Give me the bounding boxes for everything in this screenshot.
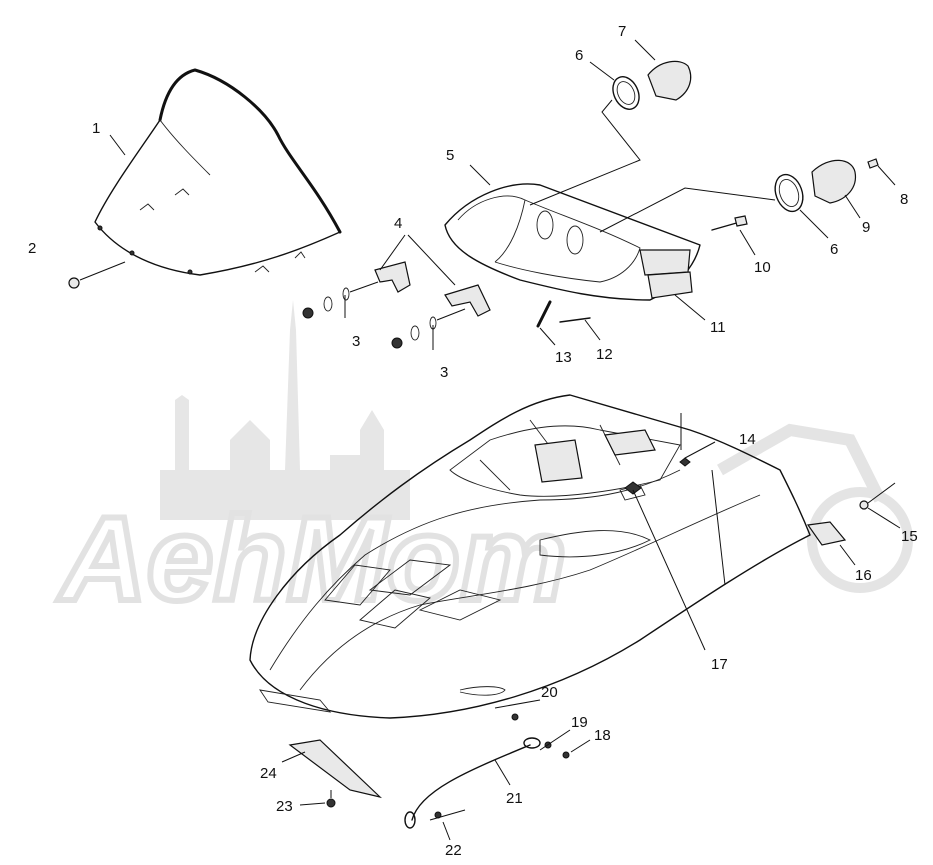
callout-3a: 3 — [352, 333, 360, 350]
callout-11: 11 — [710, 319, 726, 336]
connector — [711, 215, 756, 256]
callout-labels: 1 2 3 3 4 5 6 6 7 8 9 10 11 12 13 14 15 … — [28, 23, 918, 859]
callout-17: 17 — [711, 656, 728, 673]
callout-1: 1 — [92, 120, 100, 137]
callout-16: 16 — [855, 567, 872, 584]
callout-8: 8 — [900, 191, 908, 208]
callout-10: 10 — [754, 259, 771, 276]
callout-21: 21 — [506, 790, 523, 807]
callout-6b: 6 — [830, 241, 838, 258]
watermark-skyline — [160, 300, 410, 520]
gauge-right — [599, 159, 857, 233]
callout-3b: 3 — [440, 364, 448, 381]
mounting-brackets — [374, 261, 491, 317]
windshield-screw — [68, 261, 126, 289]
bulb — [867, 158, 896, 186]
callout-15: 15 — [901, 528, 918, 545]
plate — [281, 739, 383, 808]
callout-6a: 6 — [575, 47, 583, 64]
callout-4: 4 — [394, 215, 402, 232]
callout-7: 7 — [618, 23, 626, 40]
clip — [559, 317, 601, 341]
watermark: AehMom — [54, 300, 913, 629]
gauge-top — [529, 60, 692, 206]
callout-18: 18 — [594, 727, 611, 744]
hood-fastener — [679, 413, 716, 467]
windshield — [94, 68, 342, 276]
callout-19: 19 — [571, 714, 588, 731]
callout-9: 9 — [862, 219, 870, 236]
callout-22: 22 — [445, 842, 462, 859]
hood-clip — [624, 469, 726, 651]
callout-24: 24 — [260, 765, 277, 782]
nuts-washers — [302, 281, 466, 349]
callout-20: 20 — [541, 684, 558, 701]
callout-23: 23 — [276, 798, 293, 815]
instrument-panel — [444, 183, 701, 301]
hinge — [806, 482, 901, 566]
watermark-wheel-front — [807, 487, 913, 593]
watermark-bike-frame — [717, 423, 886, 503]
hood — [249, 394, 811, 719]
callout-13: 13 — [555, 349, 572, 366]
callout-2: 2 — [28, 240, 36, 257]
callout-5: 5 — [446, 147, 454, 164]
panel-block — [647, 271, 693, 299]
watermark-text: AehMom — [57, 492, 567, 626]
bolt — [536, 300, 556, 346]
cable-assembly — [404, 699, 591, 841]
callout-12: 12 — [596, 346, 613, 363]
leaders — [109, 39, 861, 350]
callout-14: 14 — [739, 431, 756, 448]
